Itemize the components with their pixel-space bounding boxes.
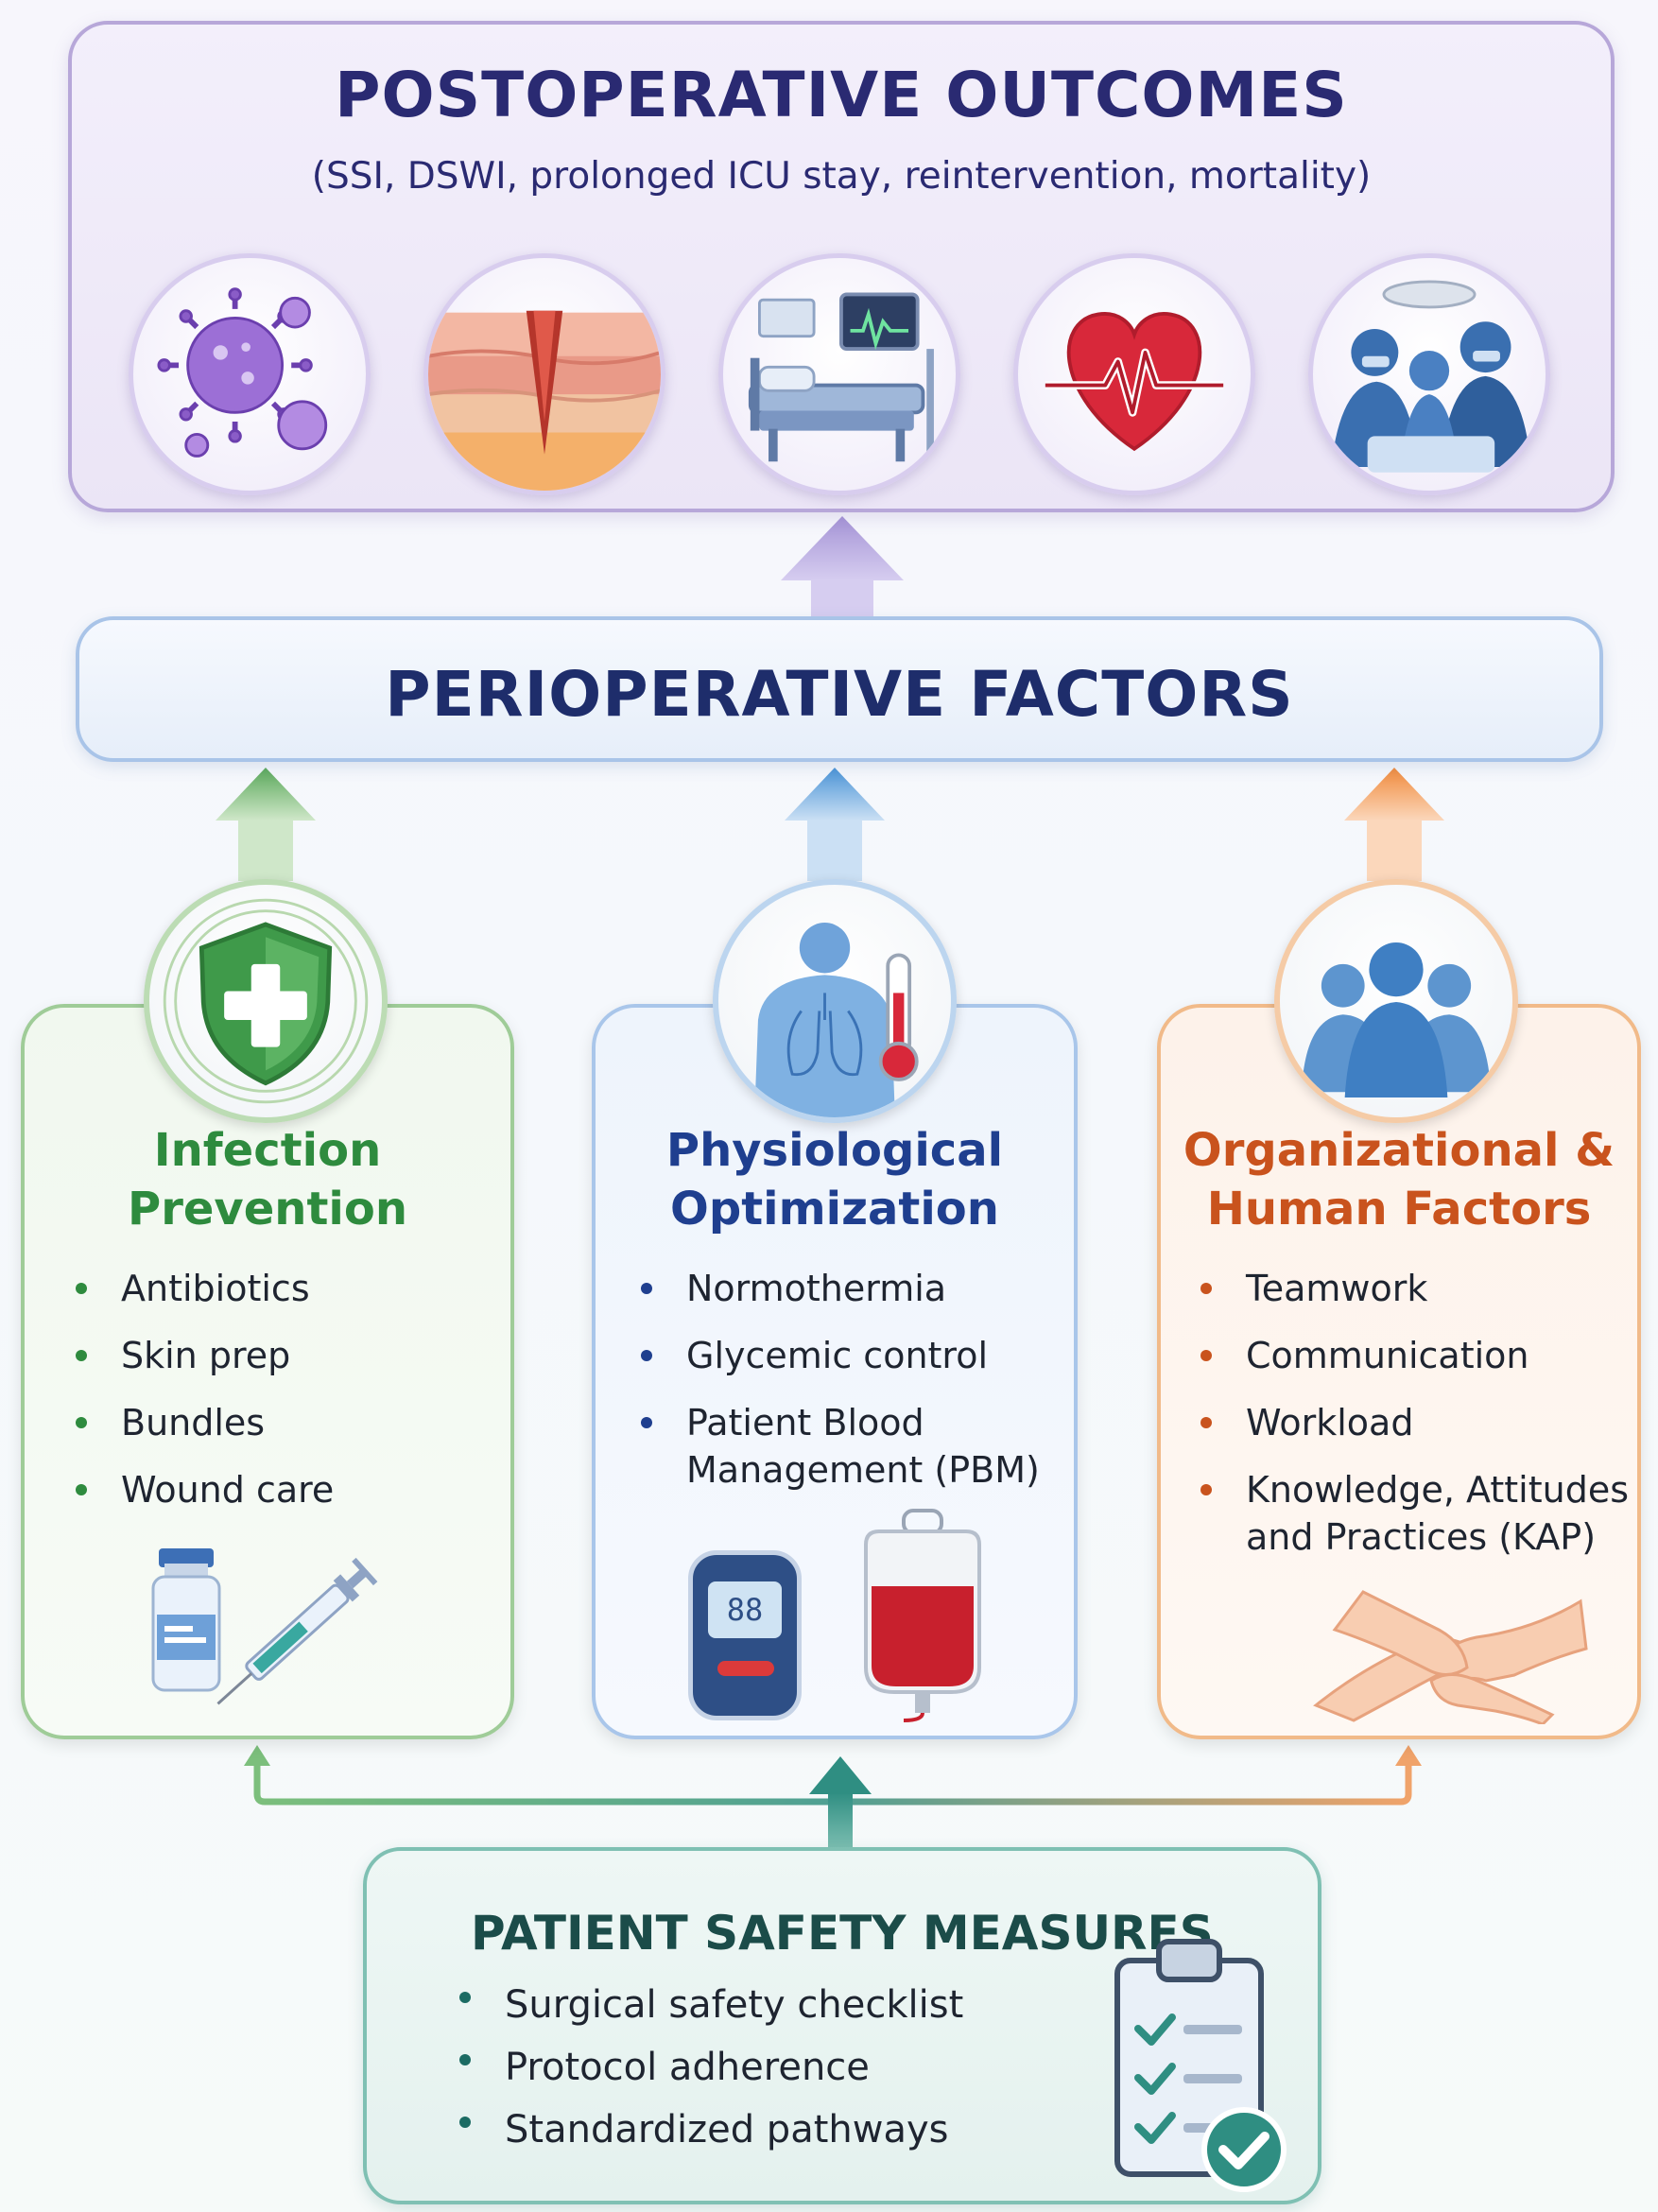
people-group-icon [1274, 879, 1518, 1123]
infection-title-line2: Prevention [128, 1183, 407, 1236]
organizational-human-factors-list: Teamwork Communication Workload Knowledg… [1195, 1265, 1629, 1561]
arrow-physiological-up [785, 768, 885, 881]
list-item-continued: Management (PBM) [686, 1449, 1040, 1491]
perioperative-title: PERIOPERATIVE FACTORS [385, 658, 1294, 731]
organizational-title-line1: Organizational & [1183, 1124, 1615, 1177]
body-thermometer-icon [713, 879, 957, 1123]
organizational-human-factors-title: Organizational & Human Factors [1157, 1121, 1641, 1238]
list-item: Skin prep [70, 1332, 334, 1379]
patient-safety-title: PATIENT SAFETY MEASURES [471, 1906, 1214, 1961]
shield-cross-icon [144, 879, 388, 1123]
outcomes-subtitle: (SSI, DSWI, prolonged ICU stay, reinterv… [311, 155, 1372, 198]
infection-prevention-list: Antibiotics Skin prep Bundles Wound care [70, 1265, 334, 1513]
icu-bed-icon [718, 253, 960, 495]
patient-safety-list: Surgical safety checklist Protocol adher… [454, 1974, 963, 2161]
infection-prevention-title: Infection Prevention [21, 1121, 514, 1238]
outcomes-panel: POSTOPERATIVE OUTCOMES (SSI, DSWI, prolo… [68, 21, 1615, 512]
list-item: Surgical safety checklist [454, 1974, 963, 2036]
joined-hands-icon [1313, 1590, 1588, 1724]
physiological-optimization-list: Normothermia Glycemic control Patient Bl… [635, 1265, 1040, 1494]
arrow-organizational-up [1344, 768, 1444, 881]
organizational-title-line2: Human Factors [1206, 1183, 1592, 1236]
arrow-to-outcomes [781, 516, 904, 618]
physiological-optimization-card [592, 1004, 1078, 1739]
infection-prevention-card [21, 1004, 514, 1739]
patient-safety-panel: PATIENT SAFETY MEASURES Surgical safety … [363, 1847, 1321, 2204]
heart-icon [1013, 253, 1255, 495]
glucometer-display: 88 [708, 1581, 782, 1638]
list-item: Communication [1195, 1332, 1629, 1379]
list-item: Bundles [70, 1399, 334, 1446]
list-item: Knowledge, Attitudes [1195, 1466, 1629, 1513]
list-item: Glycemic control [635, 1332, 1040, 1379]
list-item: Workload [1195, 1399, 1629, 1446]
list-item: Protocol adherence [454, 2036, 963, 2099]
clipboard-checklist-icon [1114, 1939, 1287, 2192]
blood-bag-icon [864, 1509, 981, 1722]
perioperative-band: PERIOPERATIVE FACTORS [76, 616, 1603, 762]
glucometer-icon: 88 [688, 1550, 802, 1720]
physiological-title-line1: Physiological [665, 1124, 1004, 1177]
physiological-optimization-title: Physiological Optimization [592, 1121, 1078, 1238]
arrow-infection-up [216, 768, 316, 881]
vial-syringe-icon [151, 1548, 378, 1705]
virus-icon [129, 253, 371, 495]
list-item: Antibiotics [70, 1265, 334, 1312]
skin-incision-icon [423, 253, 665, 495]
list-item: Patient Blood [635, 1399, 1040, 1446]
safety-distribution-lines [244, 1745, 1422, 1851]
list-item: Normothermia [635, 1265, 1040, 1312]
outcomes-title: POSTOPERATIVE OUTCOMES [335, 59, 1348, 131]
list-item-continued: and Practices (KAP) [1246, 1516, 1597, 1558]
list-item: Wound care [70, 1466, 334, 1513]
physiological-title-line2: Optimization [670, 1183, 999, 1236]
list-item: Standardized pathways [454, 2099, 963, 2161]
glucometer-strip [717, 1661, 774, 1676]
surgical-team-icon [1308, 253, 1550, 495]
infection-title-line1: Infection [153, 1124, 382, 1177]
list-item: Teamwork [1195, 1265, 1629, 1312]
